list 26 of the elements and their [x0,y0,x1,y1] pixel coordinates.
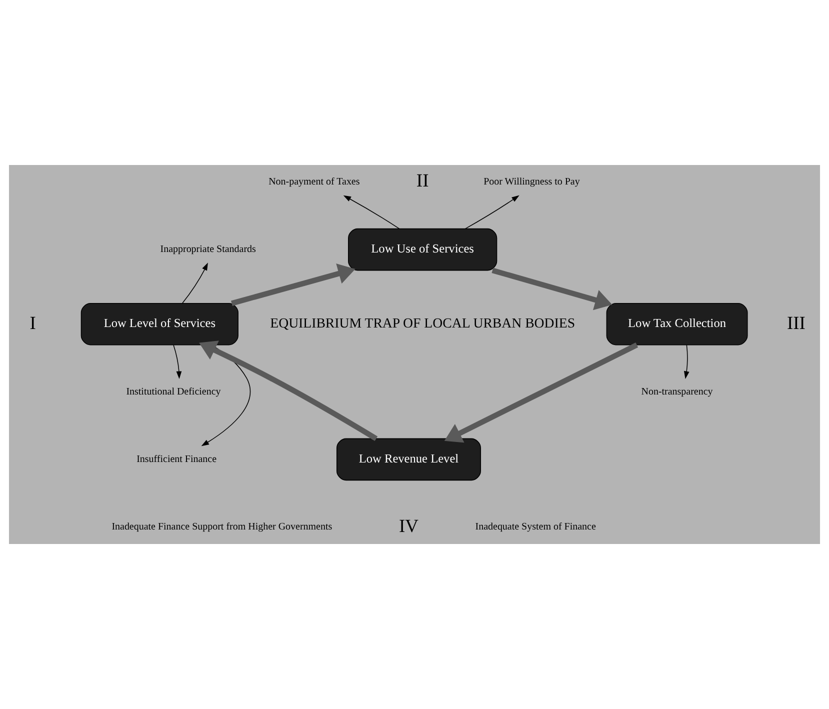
node-text: Non-transparency [641,386,713,398]
arrow [199,340,378,441]
arrow [343,195,400,230]
node-text: Inappropriate Standards [160,244,256,256]
node-text: Non-payment of Taxes [268,176,360,188]
node-box: Low Use of Services [348,228,498,271]
arrow [684,344,690,379]
arrow [444,342,638,443]
node-box: Low Level of Services [80,303,238,346]
node-label: I [30,312,36,333]
label: EQUILIBRIUM TRAP OF LOCAL URBAN BODIES [270,316,576,331]
arrow [230,264,356,306]
arrow [182,262,208,304]
node-text: Institutional Deficiency [126,386,221,398]
node-box: Low Tax Collection [606,303,748,346]
label: Inadequate System of Finance [475,522,596,533]
node-box: Low Revenue Level [336,438,481,481]
node-label: III [786,312,806,333]
node-label: IV [399,516,418,536]
arrow [465,195,520,230]
node-label: II [416,170,429,191]
node-text: Insufficient Finance [136,454,217,466]
arrow [173,344,182,379]
arrow [492,268,612,310]
label: Inadequate Finance Support from Higher Governments [112,522,332,533]
node-text: Poor Willingness to Pay [484,176,580,188]
